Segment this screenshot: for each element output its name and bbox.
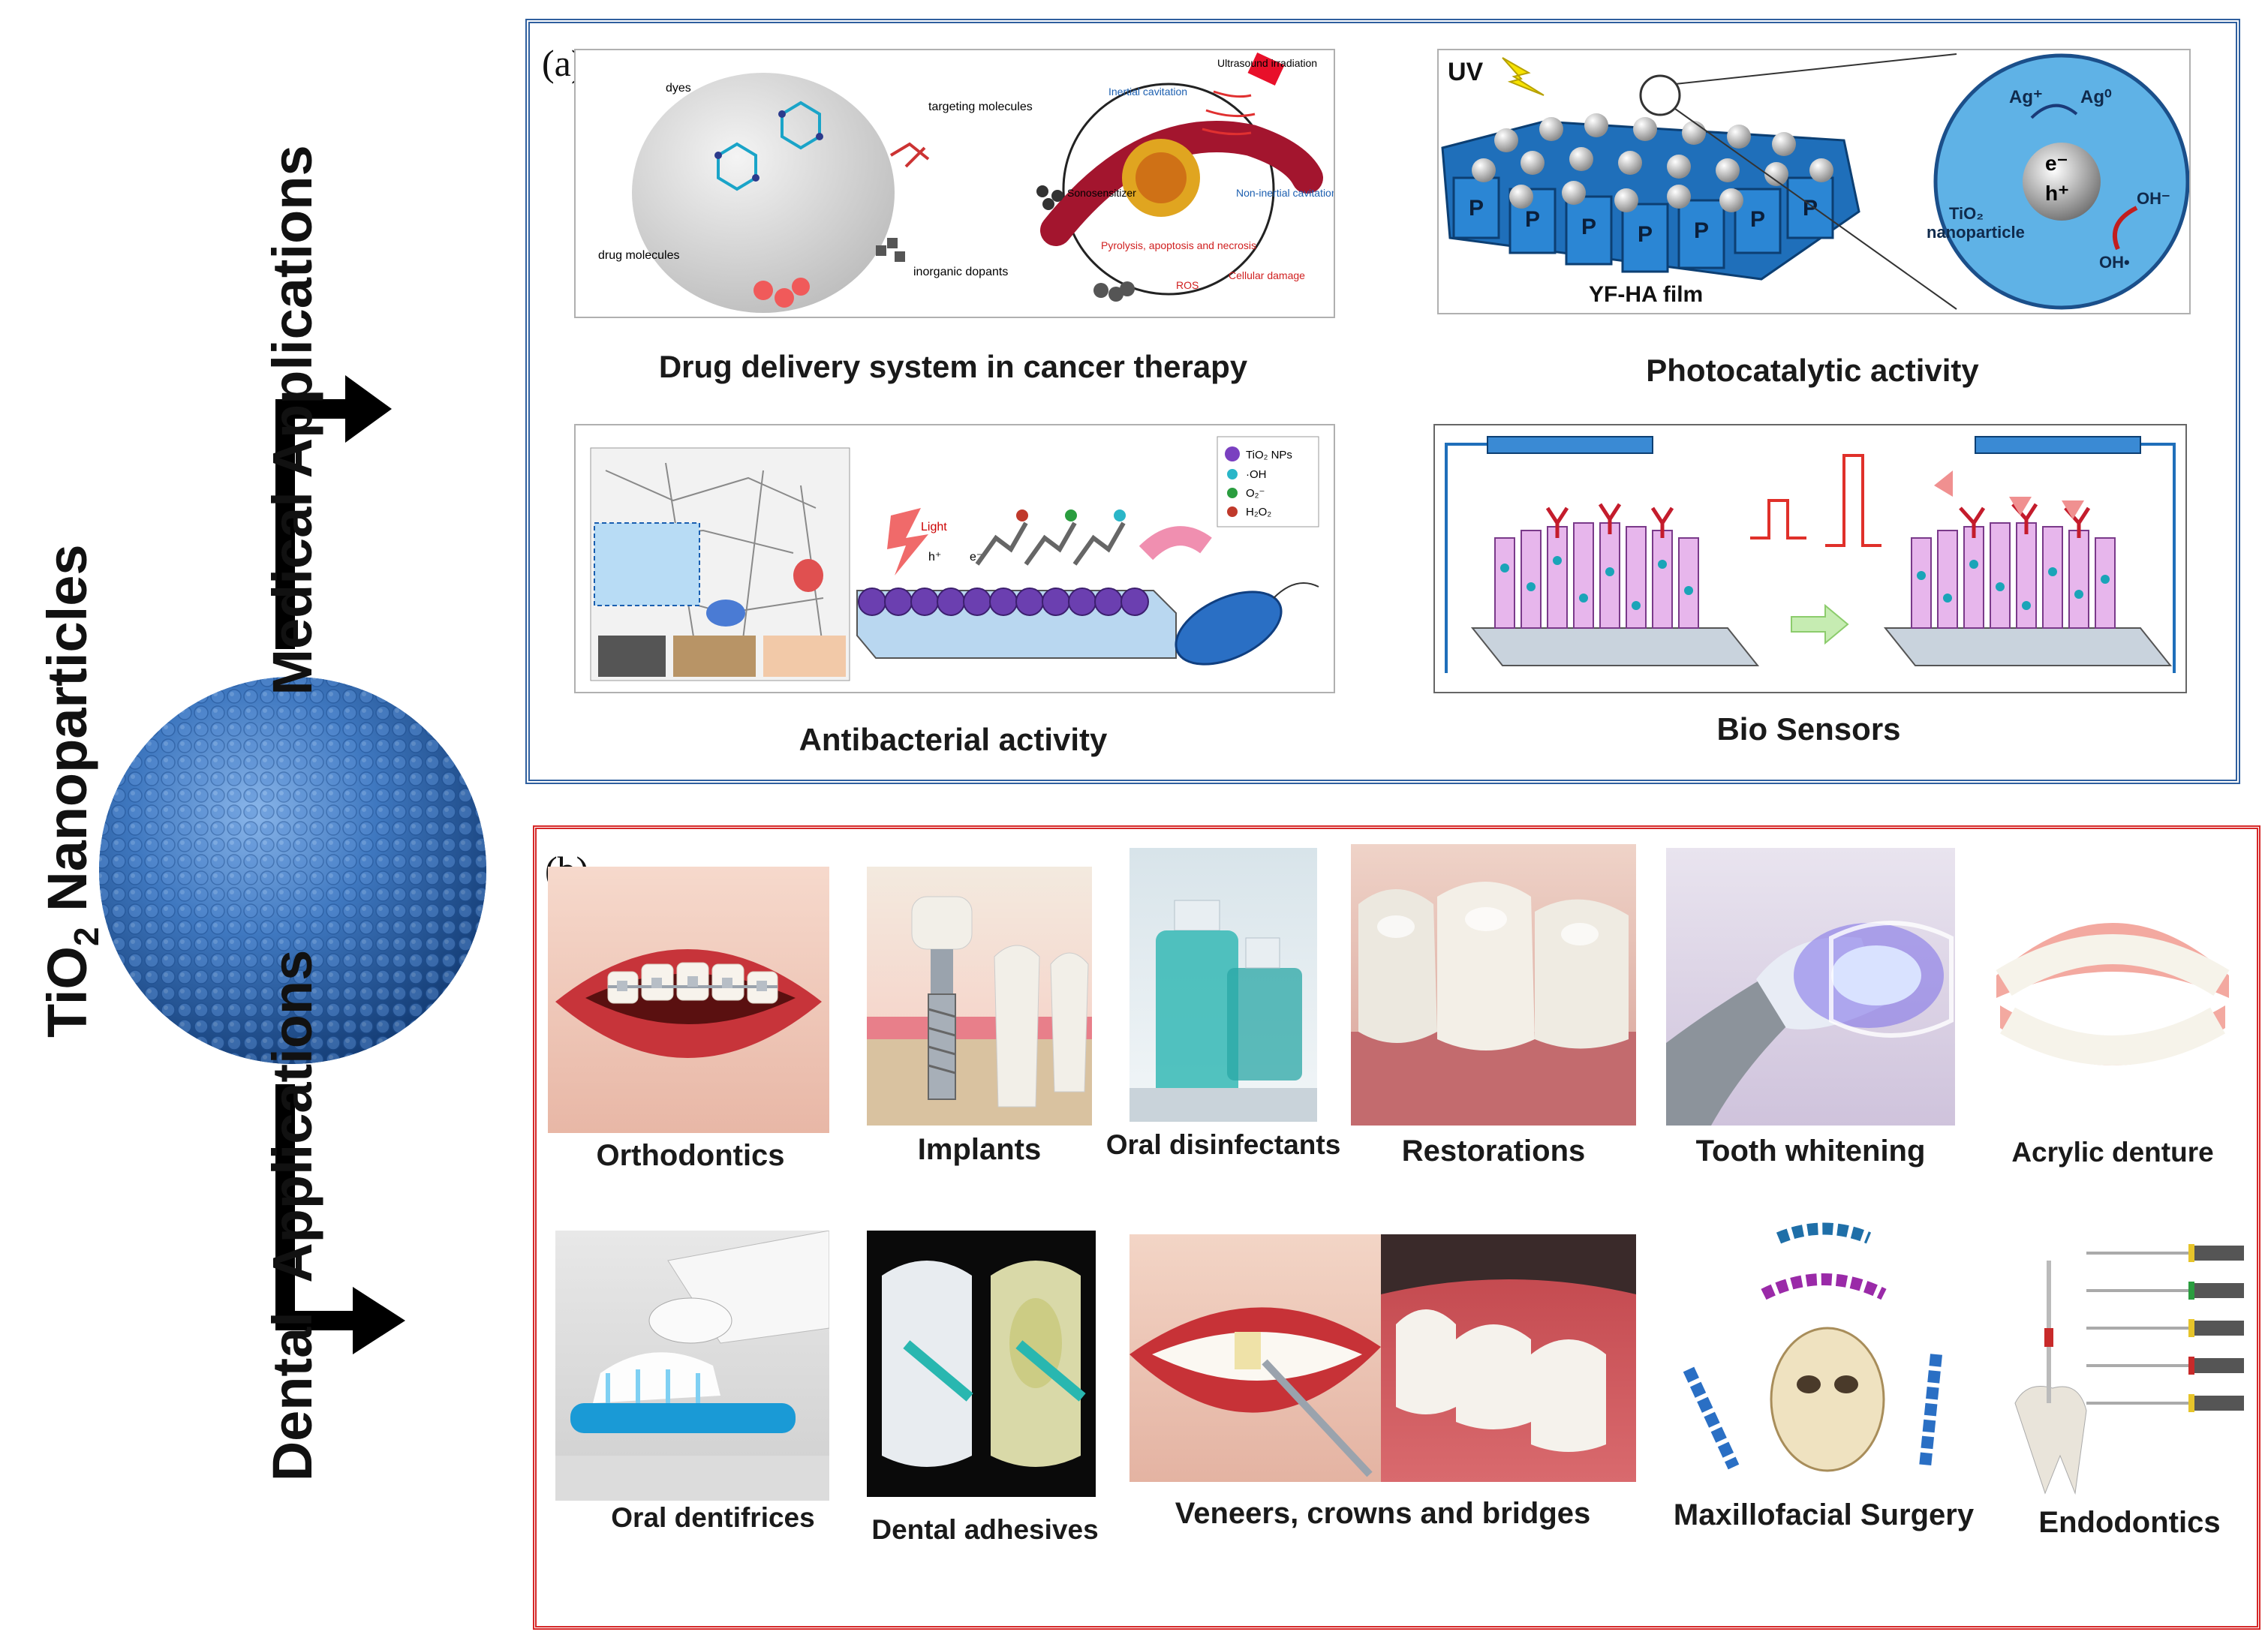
drug-label-ultrasound: Ultrasound irradiation: [1217, 57, 1317, 69]
acrylic-denture-photo: [1981, 855, 2244, 1122]
dental-arrow: [275, 1084, 405, 1354]
antibac-h: h⁺: [928, 551, 941, 564]
caption-biosensor: Bio Sensors: [1716, 711, 1901, 747]
label-tooth-whitening: Tooth whitening: [1695, 1135, 1926, 1168]
photo-uv: UV: [1448, 58, 1484, 86]
drug-label-inertial: Inertial cavitation: [1108, 86, 1187, 98]
antibac-legend-3: O₂⁻: [1246, 487, 1265, 500]
photo-ag-plus: Ag⁺: [2009, 87, 2043, 107]
drug-label-drug-molecules: drug molecules: [598, 249, 680, 262]
antibacterial-figure: Light h⁺ e⁻ TiO₂ NPs ·OH O₂⁻ H₂O₂: [574, 424, 1335, 693]
antibac-legend-1: TiO₂ NPs: [1246, 449, 1292, 461]
photo-electron: e⁻: [2045, 152, 2068, 175]
drug-label-ros: ROS: [1176, 279, 1199, 291]
biosensor-figure: [1433, 424, 2187, 693]
dental-heading: Dental Applications: [261, 949, 323, 1482]
antibac-legend-4: H₂O₂: [1246, 506, 1271, 518]
drug-label-noninertial: Non-inertial cavitation: [1236, 187, 1334, 199]
label-oral-disinfectants: Oral disinfectants: [1105, 1129, 1341, 1160]
photo-p-6: P: [1750, 207, 1765, 232]
tooth-whitening-photo: [1666, 848, 1955, 1126]
photo-hole: h⁺: [2045, 182, 2069, 205]
endodontics-photo: [2011, 1231, 2248, 1501]
photo-p-1: P: [1469, 196, 1484, 221]
drug-label-dyes: dyes: [666, 82, 691, 95]
medical-panel: [525, 19, 2240, 784]
label-oral-dentifrices: Oral dentifrices: [611, 1502, 815, 1533]
drug-label-targeting: targeting molecules: [928, 101, 1033, 113]
oral-disinfectants-photo: [1129, 848, 1317, 1122]
title-tio: TiO: [36, 946, 98, 1038]
photo-oh-rad: OH•: [2099, 253, 2130, 272]
label-acrylic-denture: Acrylic denture: [2011, 1137, 2214, 1168]
drug-label-sonosensitizer: Sonosensitizer: [1067, 187, 1136, 199]
maxillofacial-photo: [1666, 1219, 1981, 1489]
photocatalytic-figure: P P P P P P P UV YF-HA film e⁻ h⁺ Ag⁺ Ag…: [1437, 49, 2191, 314]
drug-label-pyrolysis: Pyrolysis, apoptosis and necrosis: [1101, 239, 1256, 251]
photo-oh-minus: OH⁻: [2137, 189, 2170, 208]
photo-p-2: P: [1525, 207, 1540, 232]
caption-antibacterial: Antibacterial activity: [799, 722, 1108, 757]
medical-arrow: [275, 375, 392, 649]
drug-label-cellular: Cellular damage: [1229, 269, 1305, 281]
medical-heading: Medical Applications: [261, 145, 323, 696]
implants-photo: [867, 867, 1092, 1126]
photo-nano: nanoparticle: [1927, 223, 2025, 242]
photo-ag0: Ag⁰: [2080, 87, 2112, 107]
label-dental-adhesives: Dental adhesives: [871, 1514, 1099, 1545]
photo-p-5: P: [1694, 218, 1709, 243]
restorations-photo: [1351, 844, 1636, 1126]
antibac-legend-2: ·OH: [1246, 468, 1267, 481]
caption-drug-delivery: Drug delivery system in cancer therapy: [658, 349, 1248, 384]
oral-dentifrices-photo: [555, 1231, 829, 1501]
label-veneers-crowns-bridges: Veneers, crowns and bridges: [1175, 1497, 1591, 1530]
nanoparticle-sphere: [99, 677, 486, 1064]
caption-photocatalytic: Photocatalytic activity: [1646, 353, 1979, 388]
label-maxillofacial: Maxillofacial Surgery: [1673, 1498, 1975, 1531]
photo-tio2: TiO₂: [1949, 204, 1984, 223]
crowns-bridges-photo: [1381, 1234, 1636, 1482]
photo-p-3: P: [1581, 215, 1596, 239]
drug-label-inorganic: inorganic dopants: [913, 266, 1008, 278]
veneers-photo: [1129, 1234, 1381, 1482]
label-endodontics: Endodontics: [2038, 1506, 2221, 1539]
label-orthodontics: Orthodontics: [596, 1139, 785, 1172]
photo-film: YF-HA film: [1589, 282, 1703, 307]
drug-delivery-figure: dyes targeting molecules drug molecules …: [574, 49, 1335, 318]
dental-panel: [533, 825, 2260, 1630]
dental-adhesives-photo: [867, 1231, 1096, 1497]
orthodontics-photo: [548, 867, 829, 1133]
label-restorations: Restorations: [1401, 1135, 1586, 1168]
title-rest: Nanoparticles: [36, 544, 98, 927]
photo-p-4: P: [1638, 222, 1653, 247]
main-title: TiO2 Nanoparticles: [34, 544, 106, 1038]
label-implants: Implants: [917, 1133, 1042, 1166]
antibac-light: Light: [921, 521, 947, 533]
